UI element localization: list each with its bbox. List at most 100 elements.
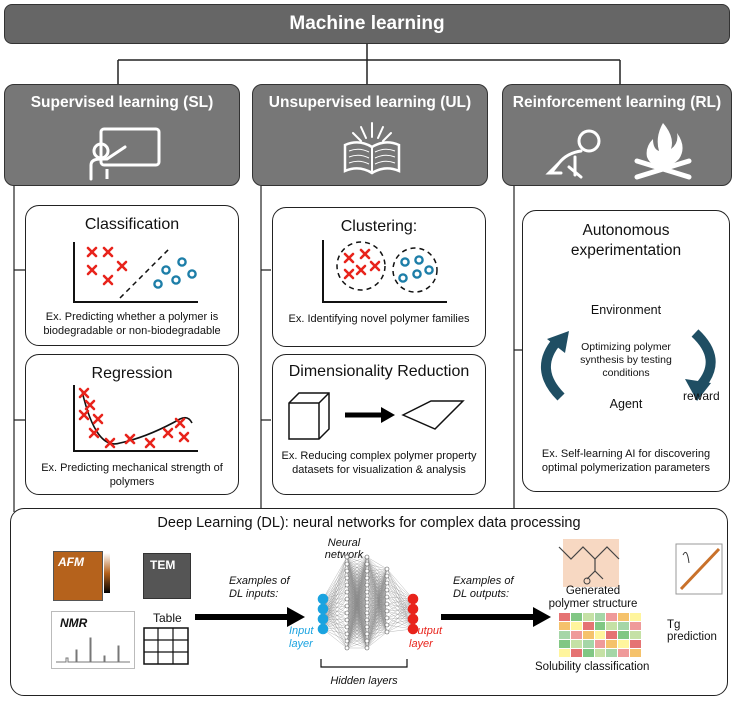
network-node <box>364 603 370 609</box>
ul-header: Unsupervised learning (UL) <box>252 84 488 186</box>
heatmap-cell <box>582 613 594 621</box>
network-edge <box>366 568 388 572</box>
network-node <box>317 623 329 635</box>
network-node <box>384 587 390 593</box>
network-edge <box>386 589 414 630</box>
network-edge <box>346 556 368 586</box>
network-edge <box>366 575 388 649</box>
network-edge <box>346 556 368 628</box>
network-node <box>317 593 329 605</box>
network-edge <box>366 556 388 570</box>
classification-plot <box>73 242 198 303</box>
network-edge <box>366 568 388 628</box>
cross-marker <box>124 433 136 445</box>
circle-marker <box>171 275 181 285</box>
dl-inputs-label: Examples of DL inputs: <box>229 575 290 600</box>
network-node <box>344 568 350 574</box>
network-edge <box>346 556 368 600</box>
network-node <box>384 580 390 586</box>
network-edge <box>366 596 388 649</box>
network-edge <box>322 577 348 610</box>
network-edge <box>366 563 388 570</box>
environment-label: Environment <box>590 303 662 317</box>
network-edge <box>386 596 414 620</box>
ul-title: Unsupervised learning (UL) <box>268 94 472 111</box>
solubility-heatmap <box>559 613 641 657</box>
network-node <box>344 589 350 595</box>
heatmap-cell <box>594 613 606 621</box>
heatmap-cell <box>618 640 630 648</box>
heatmap-cell <box>582 649 594 657</box>
deep-learning-panel: Deep Learning (DL): neural networks for … <box>10 508 728 696</box>
classification-example: Ex. Predicting whether a polymer is biod… <box>43 311 221 337</box>
outputs-arrow <box>441 607 551 627</box>
network-edge <box>346 626 368 649</box>
heatmap-cell <box>570 640 582 648</box>
network-edge <box>386 575 414 600</box>
network-edge <box>366 610 388 649</box>
network-edge <box>322 584 348 610</box>
clustering-card: Clustering: Ex. Identifying novel polyme… <box>272 207 486 347</box>
network-edge <box>386 596 414 630</box>
regression-example: Ex. Predicting mechanical strength of po… <box>41 462 223 488</box>
afm-label: AFM <box>58 555 84 569</box>
network-edge <box>386 589 414 620</box>
reward-label: reward <box>683 389 720 403</box>
network-node <box>364 638 370 644</box>
dimred-example: Ex. Reducing complex polymer property da… <box>281 450 477 476</box>
cross-marker <box>86 246 98 258</box>
cross-marker <box>369 260 381 272</box>
heatmap-cell <box>606 622 618 630</box>
hidden-layers-label: Hidden layers <box>330 675 398 687</box>
network-node <box>364 554 370 560</box>
left-cycle-arrow <box>540 337 565 401</box>
cross-marker <box>359 248 371 260</box>
cluster-b-points <box>398 255 434 283</box>
network-edge <box>346 591 368 649</box>
network-node <box>344 645 350 651</box>
rl-title: Reinforcement learning (RL) <box>512 94 722 111</box>
network-node <box>317 613 329 625</box>
cross-marker <box>92 413 104 425</box>
network-edge <box>386 608 414 633</box>
heatmap-cell <box>570 631 582 639</box>
hidden-layers-bracket <box>320 659 408 668</box>
network-edge <box>346 577 368 649</box>
rl-card: Autonomous experimentation Environment O… <box>522 210 730 492</box>
network-edge <box>366 568 388 600</box>
network-edge <box>386 598 414 633</box>
cross-marker <box>78 409 90 421</box>
network-edge <box>322 591 348 630</box>
network-node <box>344 617 350 623</box>
heatmap-cell <box>559 640 570 648</box>
network-node <box>364 596 370 602</box>
network-node <box>344 624 350 630</box>
circle-marker <box>161 265 171 275</box>
network-edge <box>346 605 368 649</box>
tem-image: TEM <box>143 553 191 599</box>
neural-network <box>317 554 419 651</box>
sl-title: Supervised learning (SL) <box>30 94 214 111</box>
network-edge <box>346 633 368 649</box>
regression-plot <box>73 385 198 452</box>
circle-marker <box>153 279 163 289</box>
sl-header: Supervised learning (SL) <box>4 84 240 186</box>
tg-output-label: Tg prediction <box>667 619 717 643</box>
network-node <box>344 596 350 602</box>
right-cycle-arrow <box>691 329 716 389</box>
network-node <box>364 568 370 574</box>
network-node <box>384 629 390 635</box>
network-edge <box>366 631 388 649</box>
heatmap-cell <box>582 640 594 648</box>
network-edge <box>366 582 388 649</box>
rl-example: Ex. Self-learning AI for discovering opt… <box>541 448 711 474</box>
network-edge <box>346 556 368 593</box>
cross-marker <box>174 417 186 429</box>
network-node <box>384 594 390 600</box>
cross-marker <box>86 264 98 276</box>
network-edge <box>366 589 388 649</box>
network-edge <box>346 584 368 649</box>
heatmap-cell <box>559 649 570 657</box>
rl-cycle-arrows <box>540 329 716 401</box>
